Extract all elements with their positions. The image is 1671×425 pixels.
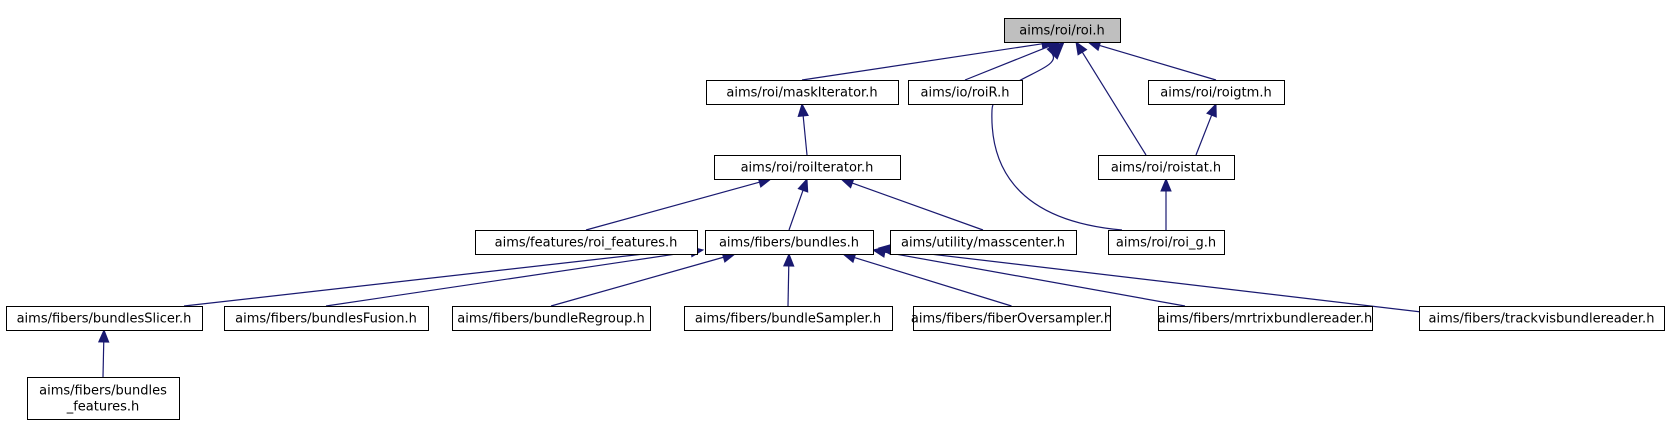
nodes-layer: aims/roi/roi.h aims/roi/maskIterator.h aim… <box>6 18 1665 420</box>
node-box <box>1098 155 1235 180</box>
node-roi_features[interactable]: aims/features/roi_features.h <box>475 230 698 255</box>
edge-bundleSampler-to-bundles <box>783 252 795 307</box>
node-label: aims/fibers/bundles <box>39 384 167 399</box>
node-bundles_features[interactable]: aims/fibers/bundles_features.h <box>27 377 180 420</box>
edge-bundleRegroup-to-bundles <box>550 251 737 307</box>
node-label: aims/io/roiR.h <box>921 86 1010 101</box>
edge-roi_g-to-roistat <box>1160 177 1172 230</box>
edge-mrtrix-to-bundles <box>871 246 1186 307</box>
edge-roiR-to-roi <box>964 41 1062 81</box>
edge-bundles_features-to-bundlesSlicer <box>97 328 110 378</box>
node-box <box>6 306 203 331</box>
node-label: aims/fibers/fiberOversampler.h <box>911 312 1112 327</box>
edge-bundlesFusion-to-bundles <box>325 246 705 307</box>
node-label: aims/fibers/mrtrixbundlereader.h <box>1158 312 1372 327</box>
node-bundlesSlicer[interactable]: aims/fibers/bundlesSlicer.h <box>6 306 203 331</box>
edges-layer <box>97 38 1422 378</box>
node-box <box>1419 306 1665 331</box>
node-masscenter[interactable]: aims/utility/masscenter.h <box>890 230 1077 255</box>
node-label: _features.h <box>66 400 140 415</box>
node-box <box>1004 18 1121 43</box>
node-bundleRegroup[interactable]: aims/fibers/bundleRegroup.h <box>452 306 651 331</box>
node-label: aims/utility/masscenter.h <box>901 236 1065 251</box>
node-box <box>714 155 901 180</box>
edge-roi_features-to-roiIterator <box>585 176 773 231</box>
node-box <box>684 306 893 331</box>
node-box <box>890 230 1077 255</box>
node-bundleSampler[interactable]: aims/fibers/bundleSampler.h <box>684 306 893 331</box>
node-label: aims/fibers/bundles.h <box>719 236 859 251</box>
node-fiberOversampler[interactable]: aims/fibers/fiberOversampler.h <box>911 306 1112 331</box>
node-box <box>224 306 429 331</box>
edge-masscenter-to-roiIterator <box>839 177 984 231</box>
node-label: aims/fibers/bundlesFusion.h <box>235 312 417 327</box>
node-roigtm[interactable]: aims/roi/roigtm.h <box>1148 80 1285 105</box>
node-box <box>27 377 180 420</box>
node-mrtrix[interactable]: aims/fibers/mrtrixbundlereader.h <box>1158 306 1373 331</box>
node-label: aims/roi/roistat.h <box>1111 161 1221 176</box>
node-box <box>1158 306 1373 331</box>
node-trackvis[interactable]: aims/fibers/trackvisbundlereader.h <box>1419 306 1665 331</box>
node-label: aims/features/roi_features.h <box>495 236 678 251</box>
node-roiR[interactable]: aims/io/roiR.h <box>908 80 1023 105</box>
node-box <box>705 230 874 255</box>
node-box <box>913 306 1111 331</box>
node-roi_g[interactable]: aims/roi/roi_g.h <box>1108 230 1225 255</box>
edge-roiIterator-to-maskIterator <box>797 102 809 156</box>
node-label: aims/fibers/bundlesSlicer.h <box>17 312 192 327</box>
node-box <box>452 306 651 331</box>
node-maskIterator[interactable]: aims/roi/maskIterator.h <box>706 80 899 105</box>
node-label: aims/fibers/bundleSampler.h <box>695 312 881 327</box>
edge-roistat-to-roi <box>1075 40 1147 156</box>
node-label: aims/roi/roi_g.h <box>1116 236 1216 251</box>
edge-bundles-to-roiIterator <box>788 177 809 231</box>
node-label: aims/roi/roiIterator.h <box>741 161 874 176</box>
edge-roi_g-to-roi <box>991 41 1123 231</box>
edge-fiberOversampler-to-bundles <box>841 252 1012 307</box>
node-label: aims/fibers/trackvisbundlereader.h <box>1429 312 1655 327</box>
node-label: aims/roi/roi.h <box>1019 24 1104 39</box>
node-bundles[interactable]: aims/fibers/bundles.h <box>705 230 874 255</box>
edge-roigtm-to-roi <box>1086 40 1217 81</box>
node-roistat[interactable]: aims/roi/roistat.h <box>1098 155 1235 180</box>
node-box <box>1148 80 1285 105</box>
node-roi: aims/roi/roi.h <box>1004 18 1121 43</box>
node-roiIterator[interactable]: aims/roi/roiIterator.h <box>714 155 901 180</box>
node-label: aims/roi/roigtm.h <box>1160 86 1271 101</box>
node-label: aims/fibers/bundleRegroup.h <box>457 312 645 327</box>
node-box <box>908 80 1023 105</box>
node-label: aims/roi/maskIterator.h <box>726 86 877 101</box>
edge-roistat-to-roigtm <box>1195 102 1217 156</box>
node-bundlesFusion[interactable]: aims/fibers/bundlesFusion.h <box>224 306 429 331</box>
node-box <box>1108 230 1225 255</box>
node-box <box>706 80 899 105</box>
node-box <box>475 230 698 255</box>
